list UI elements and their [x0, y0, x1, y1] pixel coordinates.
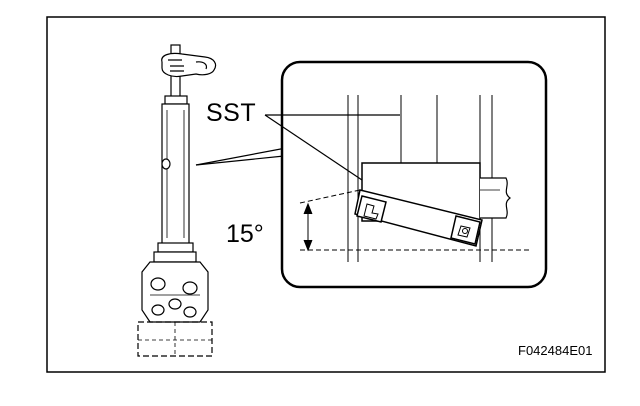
figure-frame — [46, 16, 606, 373]
hand-icon — [161, 52, 217, 78]
sst-label: SST — [206, 99, 257, 127]
sst-tool-illustration — [354, 189, 483, 247]
sst-leader-lines — [264, 114, 400, 181]
steering-column-illustration — [137, 44, 217, 357]
detail-inset — [280, 60, 548, 289]
callout-lines — [195, 147, 287, 166]
figure-code: F042484E01 — [518, 343, 593, 358]
angle-dimension-icon — [299, 189, 530, 252]
angle-label: 15° — [226, 220, 264, 248]
